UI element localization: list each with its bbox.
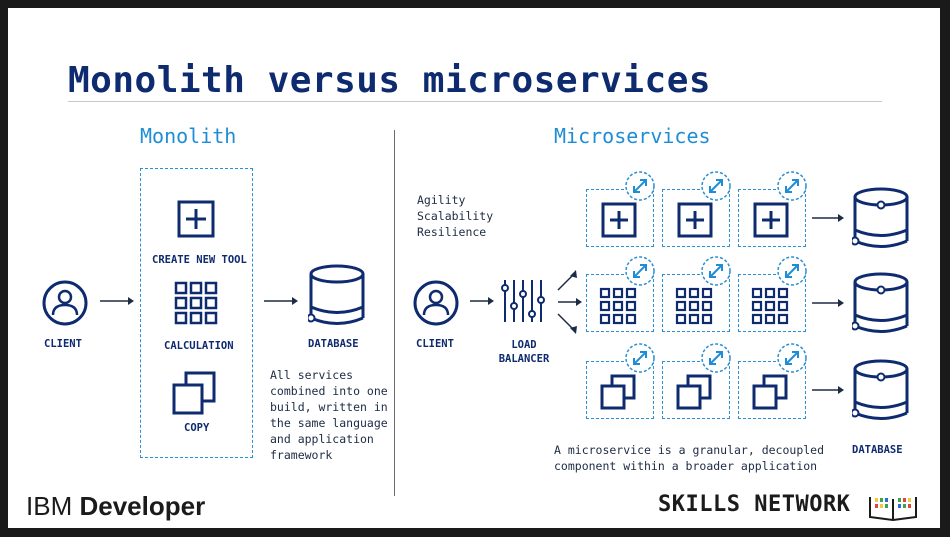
arrow-right-icon: [812, 386, 844, 394]
database-icon: [852, 359, 909, 420]
slide: Monolith versus microservices Monolith C…: [8, 8, 940, 528]
microservice-instance: [738, 189, 806, 247]
benefit-scalability: Scalability: [417, 209, 494, 223]
database-icon: [852, 272, 909, 333]
section-divider: [394, 130, 395, 496]
scale-badge-icon: [625, 343, 655, 373]
arrow-right-icon: [812, 299, 844, 307]
scale-badge-icon: [701, 343, 731, 373]
microservice-instance: [586, 189, 654, 247]
database-icon: [308, 264, 365, 325]
arrow-right-icon: [264, 297, 298, 305]
scale-badge-icon: [701, 171, 731, 201]
client-icon: [413, 280, 459, 326]
copy-icon: [172, 371, 216, 415]
load-balancer-icon: [501, 280, 545, 322]
arrow-right-icon: [812, 214, 844, 222]
load-balancer-label: LOAD BALANCER: [498, 339, 550, 365]
microservices-heading: Microservices: [554, 124, 711, 148]
ibm-developer-logo: IBM Developer: [26, 491, 205, 522]
microservice-instance: [738, 361, 806, 419]
monolith-heading: Monolith: [140, 124, 237, 148]
grid-icon: [174, 281, 218, 325]
microservice-instance: [738, 274, 806, 332]
monolith-client-label: CLIENT: [44, 338, 82, 350]
microservice-instance: [586, 361, 654, 419]
copy-icon: [676, 374, 712, 410]
benefit-agility: Agility: [417, 193, 466, 207]
scale-badge-icon: [777, 256, 807, 286]
client-icon: [42, 280, 88, 326]
database-icon: [852, 187, 909, 248]
monolith-database-label: DATABASE: [308, 338, 359, 350]
page-title: Monolith versus microservices: [68, 60, 712, 101]
ibm-wordmark: IBM: [26, 491, 73, 521]
scale-badge-icon: [625, 171, 655, 201]
fanout-arrows: [557, 270, 582, 334]
copy-icon: [752, 374, 788, 410]
developer-wordmark: Developer: [79, 491, 206, 521]
skills-network-book-icon: [869, 497, 917, 521]
plus-box-icon: [601, 202, 637, 238]
monolith-description: All services combined into one build, wr…: [270, 368, 388, 462]
scale-badge-icon: [777, 343, 807, 373]
microservice-instance: [662, 361, 730, 419]
micro-database-label: DATABASE: [852, 444, 903, 456]
create-new-tool-label: CREATE NEW TOOL: [152, 254, 247, 266]
microservice-instance: [662, 274, 730, 332]
scale-badge-icon: [701, 256, 731, 286]
grid-icon: [599, 287, 637, 325]
grid-icon: [751, 287, 789, 325]
scale-badge-icon: [625, 256, 655, 286]
calculation-label: CALCULATION: [164, 340, 234, 352]
plus-box-icon: [677, 202, 713, 238]
plus-box-icon: [753, 202, 789, 238]
copy-label: COPY: [184, 422, 210, 434]
skills-network-wordmark: SKILLS NETWORK: [658, 492, 851, 517]
scale-badge-icon: [777, 171, 807, 201]
micro-client-label: CLIENT: [416, 338, 454, 350]
microservice-instance: [662, 189, 730, 247]
plus-box-icon: [177, 200, 215, 238]
title-underline: [68, 101, 882, 102]
arrow-right-icon: [470, 297, 494, 305]
microservices-description: A microservice is a granular, decoupled …: [554, 443, 825, 473]
copy-icon: [600, 374, 636, 410]
arrow-right-icon: [100, 297, 134, 305]
microservice-instance: [586, 274, 654, 332]
benefit-resilience: Resilience: [417, 225, 487, 239]
grid-icon: [675, 287, 713, 325]
monolith-container: [140, 168, 253, 458]
